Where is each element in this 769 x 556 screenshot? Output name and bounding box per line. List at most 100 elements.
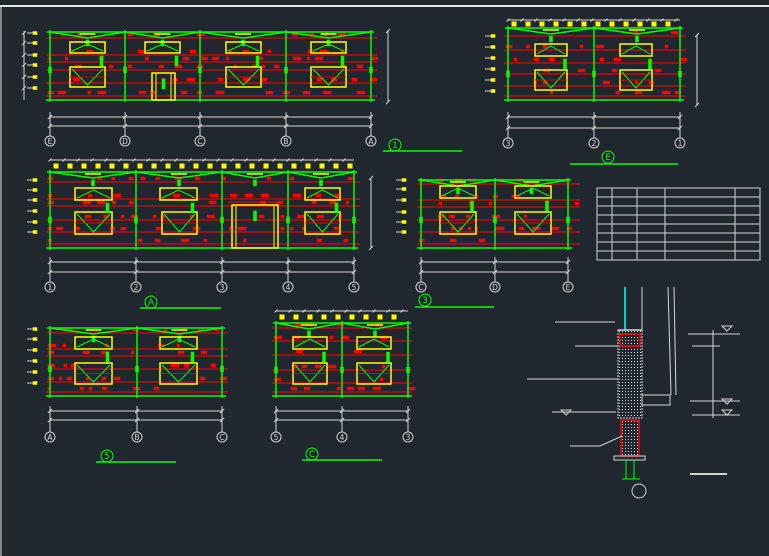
axis-bubble[interactable] (131, 431, 143, 443)
red-annotation-text (152, 214, 157, 219)
red-annotation-text (79, 386, 85, 391)
axis-bubble[interactable] (348, 281, 360, 293)
red-annotation-text (346, 386, 355, 391)
dimension-text-mark (567, 21, 573, 27)
dimension-text-mark (363, 314, 369, 320)
axis-bubble[interactable] (489, 281, 501, 293)
level-marker (32, 381, 38, 385)
window-opening-line (161, 338, 196, 348)
red-annotation-text (208, 200, 217, 205)
axis-bubble-label: 3 (220, 283, 225, 292)
red-annotation-text (525, 44, 531, 49)
axis-bubble-label: 5 (352, 283, 357, 292)
axis-bubble[interactable] (130, 281, 142, 293)
column-marker (274, 366, 278, 374)
column-marker (406, 366, 410, 374)
red-annotation-text (127, 64, 133, 69)
red-annotation-text (85, 376, 90, 381)
dimension-text-mark (279, 314, 285, 320)
dimension-text-mark (109, 163, 115, 169)
dimension-tick (219, 408, 225, 414)
dimension-text-mark (123, 163, 129, 169)
red-annotation-text (265, 90, 274, 95)
dimension-tick (216, 158, 220, 162)
dimension-tick (520, 18, 524, 22)
elevation-title-label: C (309, 450, 315, 460)
level-marker (401, 210, 407, 214)
upper-window (619, 43, 653, 57)
axis-bubble[interactable] (119, 135, 131, 147)
red-annotation-text (196, 32, 206, 37)
red-annotation-text (548, 57, 556, 62)
red-annotation-text (465, 214, 471, 219)
red-annotation-text (574, 201, 580, 206)
axis-bubble[interactable] (336, 431, 348, 443)
red-annotation-text (66, 376, 73, 381)
axis-bubble[interactable] (562, 281, 574, 293)
upper-window (69, 41, 106, 54)
dimension-tick (285, 269, 291, 275)
column-marker (493, 216, 497, 224)
schedule-table[interactable] (596, 187, 761, 261)
dimension-tick (47, 259, 53, 265)
wall-section-detail[interactable] (527, 286, 740, 499)
red-annotation-text (448, 214, 456, 219)
dimension-tick (344, 309, 348, 313)
red-annotation-text (542, 44, 548, 49)
axis-bubble[interactable] (44, 431, 56, 443)
axis-bubble[interactable] (280, 135, 292, 147)
axis-bubble[interactable] (216, 431, 228, 443)
green-vertical-annotation (105, 351, 110, 363)
axis-bubble[interactable] (402, 431, 414, 443)
window-opening-line (536, 71, 566, 89)
dimension-tick (133, 259, 139, 265)
column-marker (592, 70, 596, 78)
red-annotation-text (84, 214, 92, 219)
red-annotation-text (174, 64, 183, 69)
detail-bubble[interactable] (631, 483, 647, 499)
axis-bubble[interactable] (365, 135, 377, 147)
red-annotation-text (347, 176, 355, 181)
red-annotation-text (158, 64, 165, 69)
axis-bubble[interactable] (44, 135, 56, 147)
dimension-tick (134, 417, 140, 423)
red-annotation-text (316, 238, 323, 243)
red-annotation-text (334, 193, 342, 198)
dimension-text-mark (665, 21, 671, 27)
red-annotation-text (172, 193, 181, 198)
axis-bubble[interactable] (270, 431, 282, 443)
axis-bubble-label: C (219, 433, 224, 442)
red-annotation-text (215, 90, 225, 95)
axis-bubble[interactable] (588, 137, 600, 149)
dimension-text-mark (391, 314, 397, 320)
dimension-tick (133, 269, 139, 275)
axis-bubble[interactable] (194, 135, 206, 147)
dimension-text-mark (623, 21, 629, 27)
level-triangle-icon (720, 325, 734, 332)
dimension-text-mark (335, 314, 341, 320)
axis-bubble[interactable] (415, 281, 427, 293)
red-annotation-text (449, 238, 457, 243)
dimension-tick (21, 30, 27, 36)
level-marker (32, 41, 38, 45)
red-annotation-text (577, 68, 586, 73)
green-vertical-annotation (340, 55, 345, 67)
axis-bubble[interactable] (44, 281, 56, 293)
axis-bubble[interactable] (282, 281, 294, 293)
axis-bubble[interactable] (216, 281, 228, 293)
axis-bubble[interactable] (502, 137, 514, 149)
dimension-text-mark (95, 163, 101, 169)
upper-window (74, 187, 113, 201)
red-annotation-text (128, 200, 135, 205)
axis-bubble[interactable] (674, 137, 686, 149)
red-annotation-text (200, 350, 208, 355)
dimension-tick (21, 40, 27, 46)
dimension-tick (122, 123, 128, 129)
